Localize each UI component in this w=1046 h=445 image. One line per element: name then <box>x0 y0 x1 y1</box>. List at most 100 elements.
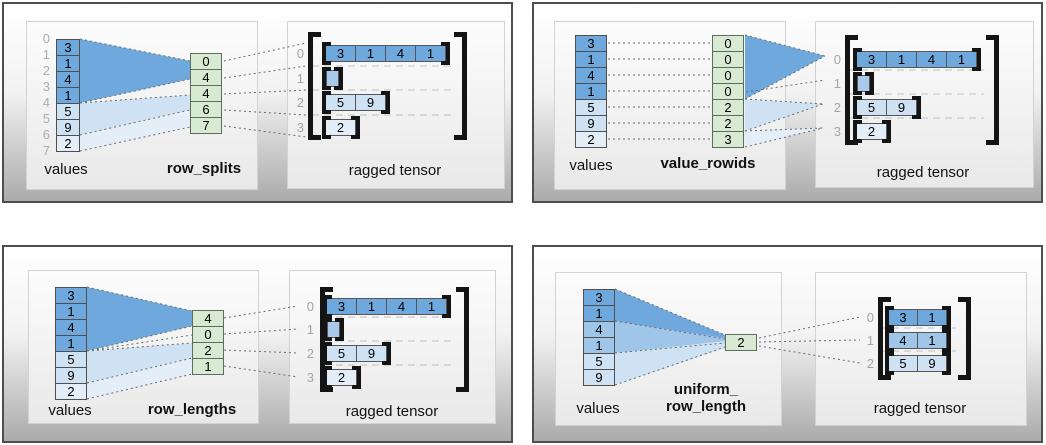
row-index-label: 1 <box>306 322 314 337</box>
row-open-bracket <box>323 366 332 389</box>
row-index-label: 2 <box>296 95 304 110</box>
connector-graphics <box>79 38 452 152</box>
row-close-bracket <box>865 72 874 95</box>
row-open-bracket <box>853 72 862 95</box>
row-lengths-column: 4 0 2 1 <box>192 310 224 375</box>
tensor-cell: 9 <box>356 345 387 362</box>
tensor-row: 5 9 <box>322 91 390 114</box>
tensor-row: 3 1 4 1 <box>322 42 450 65</box>
tensor-label: ragged tensor <box>876 164 970 181</box>
row-close-bracket <box>334 67 343 90</box>
row-index-label: 2 <box>833 100 841 115</box>
tensor-row: 3 1 4 1 <box>853 48 981 71</box>
value-cell: 4 <box>55 319 87 336</box>
row-index-label: 1 <box>833 76 841 91</box>
value-index: 3 <box>42 79 50 94</box>
row-open-bracket <box>853 48 862 71</box>
tensor-row: 5 9 <box>323 342 391 365</box>
tensor-close-bracket <box>454 32 467 140</box>
row-close-bracket <box>382 342 391 365</box>
value-cell: 5 <box>575 99 607 116</box>
values-label: values <box>569 157 613 174</box>
value-cell: 1 <box>55 335 87 352</box>
method-cell: 1 <box>192 358 224 375</box>
tensor-row: 5 9 <box>853 96 921 119</box>
method-cell: 2 <box>192 342 224 359</box>
tensor-cell: 1 <box>416 298 447 315</box>
method-label: row_lengths <box>147 401 237 418</box>
value-cell: 1 <box>56 87 80 104</box>
row-index-label: 2 <box>866 356 874 371</box>
value-index: 0 <box>42 31 50 46</box>
value-cell: 2 <box>575 131 607 148</box>
empty-row-square <box>326 70 339 87</box>
panel-row-splits: 0 1 2 3 4 5 6 7 3 1 4 1 5 9 2 0 4 4 6 7 … <box>2 2 513 203</box>
tensor-cell: 4 <box>385 45 416 62</box>
row-close-bracket <box>352 366 361 389</box>
tensor-open-bracket <box>320 287 333 392</box>
method-label-line2: row_length <box>665 398 746 415</box>
row-close-bracket <box>942 306 951 329</box>
value-cell: 1 <box>56 55 80 72</box>
method-cell: 0 <box>712 83 744 100</box>
tensor-row-empty <box>322 67 343 90</box>
row-close-bracket <box>912 96 921 119</box>
value-cell: 5 <box>55 351 87 368</box>
value-cell: 9 <box>583 369 615 386</box>
row-index-label: 0 <box>306 299 314 314</box>
tensor-open-bracket <box>308 32 321 140</box>
value-cell: 1 <box>575 51 607 68</box>
method-cell: 6 <box>190 101 222 118</box>
row-open-bracket <box>885 352 894 375</box>
tensor-close-bracket <box>958 297 971 380</box>
value-cell: 3 <box>583 289 615 306</box>
value-cell: 1 <box>575 83 607 100</box>
value-cell: 4 <box>583 321 615 338</box>
method-cell: 2 <box>712 115 744 132</box>
tensor-row-empty <box>323 318 344 341</box>
row-index-label: 0 <box>866 310 874 325</box>
value-cell: 9 <box>56 119 80 136</box>
tensor-open-bracket <box>845 35 858 145</box>
tensor-label: ragged tensor <box>873 400 967 417</box>
method-label: value_rowids <box>660 155 756 172</box>
tensor-cell: 1 <box>917 332 947 349</box>
tensor-cell: 1 <box>356 298 387 315</box>
panel-uniform-row-length: 3 1 4 1 5 9 2 values uniform_ row_length… <box>532 245 1043 443</box>
value-index: 2 <box>42 63 50 78</box>
method-label: row_splits <box>166 160 242 177</box>
value-index: 7 <box>42 143 50 158</box>
tensor-row: 3 1 4 1 <box>323 295 451 318</box>
value-index: 5 <box>42 111 50 126</box>
value-cell: 3 <box>56 39 80 56</box>
value-cell: 2 <box>55 383 87 400</box>
row-close-bracket <box>442 295 451 318</box>
value-index: 6 <box>42 127 50 142</box>
value-index: 1 <box>42 47 50 62</box>
uniform-row-length-cell: 2 <box>725 334 757 351</box>
row-close-bracket <box>335 318 344 341</box>
method-label-line1: uniform_ <box>673 381 739 398</box>
value-cell: 1 <box>583 337 615 354</box>
row-close-bracket <box>441 42 450 65</box>
value-index: 4 <box>42 95 50 110</box>
panel-row-lengths: 3 1 4 1 5 9 2 4 0 2 1 values row_lengths… <box>2 245 513 443</box>
value-cell: 3 <box>575 35 607 52</box>
row-index-label: 1 <box>296 71 304 86</box>
tensor-row: 5 9 <box>885 352 951 375</box>
row-open-bracket <box>885 329 894 352</box>
row-close-bracket <box>351 116 360 139</box>
values-label: values <box>44 161 88 178</box>
values-column: 3 1 4 1 5 9 2 <box>55 287 87 400</box>
method-cell: 0 <box>712 67 744 84</box>
row-open-bracket <box>323 318 332 341</box>
connector-graphics <box>608 34 984 148</box>
tensor-row-empty <box>853 72 874 95</box>
connector-graphics <box>86 286 454 400</box>
tensor-cell: 1 <box>355 45 386 62</box>
method-cell: 4 <box>190 85 222 102</box>
method-cell: 4 <box>190 69 222 86</box>
tensor-label: ragged tensor <box>348 162 442 179</box>
row-open-bracket <box>322 67 331 90</box>
tensor-close-bracket <box>986 35 999 145</box>
